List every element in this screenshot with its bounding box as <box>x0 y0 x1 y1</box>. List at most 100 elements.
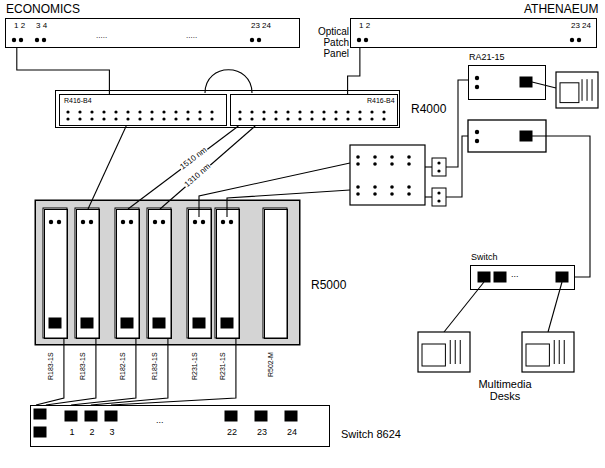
fiber-port <box>221 220 225 224</box>
ethernet-cable <box>532 82 556 88</box>
fiber-port <box>373 185 377 189</box>
cable <box>36 339 64 405</box>
fiber-port <box>193 220 197 224</box>
node-label: RA21-15 <box>469 53 505 63</box>
fiber-port <box>407 162 411 166</box>
patch-port <box>310 110 313 113</box>
media-converter: RA21-15 <box>468 65 546 100</box>
node-label: Switch <box>471 253 498 263</box>
vent-slot <box>592 79 593 101</box>
fiber-port <box>475 85 479 89</box>
patch-port <box>238 110 241 113</box>
port-label: 22 <box>227 428 237 438</box>
distribution-box <box>350 145 425 205</box>
chassis: R416-B4R416-B4R4000 <box>55 90 400 128</box>
caption-label: Optical Patch Panel <box>301 26 349 59</box>
patch-panel: ATHENAEUM1 223 24 <box>350 18 597 48</box>
card-face <box>263 208 287 338</box>
patch-port <box>78 117 81 120</box>
fiber-port <box>407 185 411 189</box>
card-face <box>215 208 239 338</box>
vent-slot <box>559 340 560 364</box>
patch-port <box>186 117 189 120</box>
patch-port <box>198 110 201 113</box>
patch-port <box>198 117 201 120</box>
fiber-port <box>437 161 440 164</box>
node-label: R231-1S <box>191 352 199 380</box>
fiber-port <box>475 130 479 134</box>
rj45-port <box>153 318 165 328</box>
port-label: 1 2 <box>14 22 25 31</box>
fiber-cable <box>446 80 468 167</box>
line-card: R231-1S <box>188 209 212 339</box>
coupler <box>432 158 446 176</box>
fiber-port <box>257 38 261 42</box>
port-label: ... <box>156 416 164 426</box>
patch-port <box>250 110 253 113</box>
patch-port <box>358 110 361 113</box>
rj45-port <box>65 411 77 421</box>
ethernet-switch: Switch 8624123...222324 <box>30 405 330 447</box>
rj45-port <box>221 318 233 328</box>
patch-port <box>250 117 253 120</box>
port-label: 24 <box>287 428 297 438</box>
card-face <box>43 208 67 338</box>
fiber-cable <box>425 166 432 167</box>
chassis-back <box>35 200 300 345</box>
patch-port <box>150 110 153 113</box>
patch-panel: ECONOMICS1 23 4..........23 24 <box>5 18 300 48</box>
patch-port <box>138 117 141 120</box>
fiber-port <box>364 38 368 42</box>
rj45-port <box>121 318 133 328</box>
fiber-port <box>229 220 233 224</box>
rj45-port <box>105 411 117 421</box>
patch-port <box>162 110 165 113</box>
fiber-port <box>161 220 165 224</box>
fiber-port <box>577 38 581 42</box>
card-face <box>75 208 99 338</box>
patch-port <box>370 110 373 113</box>
fiber-port <box>475 76 479 80</box>
patch-port <box>238 117 241 120</box>
rj45-port <box>285 411 297 421</box>
node-label: Switch 8624 <box>341 428 401 440</box>
coupler <box>432 188 446 206</box>
port-label: 3 <box>110 428 115 438</box>
node-label: R183-1S <box>151 352 159 380</box>
cable <box>88 126 126 209</box>
card-face <box>187 208 211 338</box>
cable <box>160 126 255 209</box>
patch-port <box>286 110 289 113</box>
port-label: 1 2 <box>359 22 370 31</box>
cable <box>91 339 168 405</box>
card-face <box>147 208 171 338</box>
patch-port <box>66 110 69 113</box>
line-card: R183-1S <box>44 209 68 339</box>
fiber-cable <box>425 196 432 197</box>
computer-case <box>418 332 470 372</box>
fiber-port <box>12 38 16 42</box>
rj45-port <box>34 409 46 419</box>
node-label: R502-M <box>267 352 275 377</box>
fiber-port <box>57 220 61 224</box>
rj45-port <box>556 272 568 282</box>
port-label: ..... <box>186 32 197 41</box>
patch-port <box>262 110 265 113</box>
node-label: R416-B4 <box>64 97 92 105</box>
node-label: R416-B4 <box>367 97 395 105</box>
card-face <box>115 208 139 338</box>
node-label: R231-1S <box>219 352 227 380</box>
patch-port <box>90 110 93 113</box>
patch-port <box>358 117 361 120</box>
fiber-port <box>81 220 85 224</box>
vent-slot <box>460 340 461 364</box>
cable <box>348 48 360 94</box>
patch-port <box>102 110 105 113</box>
rj45-port <box>193 318 205 328</box>
fiber-cable <box>446 136 468 197</box>
rj45-port <box>494 272 506 282</box>
vent-slot <box>587 79 588 101</box>
patch-port <box>150 117 153 120</box>
patch-module: R416-B4 <box>230 94 398 126</box>
line-card: R231-1S <box>216 209 240 339</box>
